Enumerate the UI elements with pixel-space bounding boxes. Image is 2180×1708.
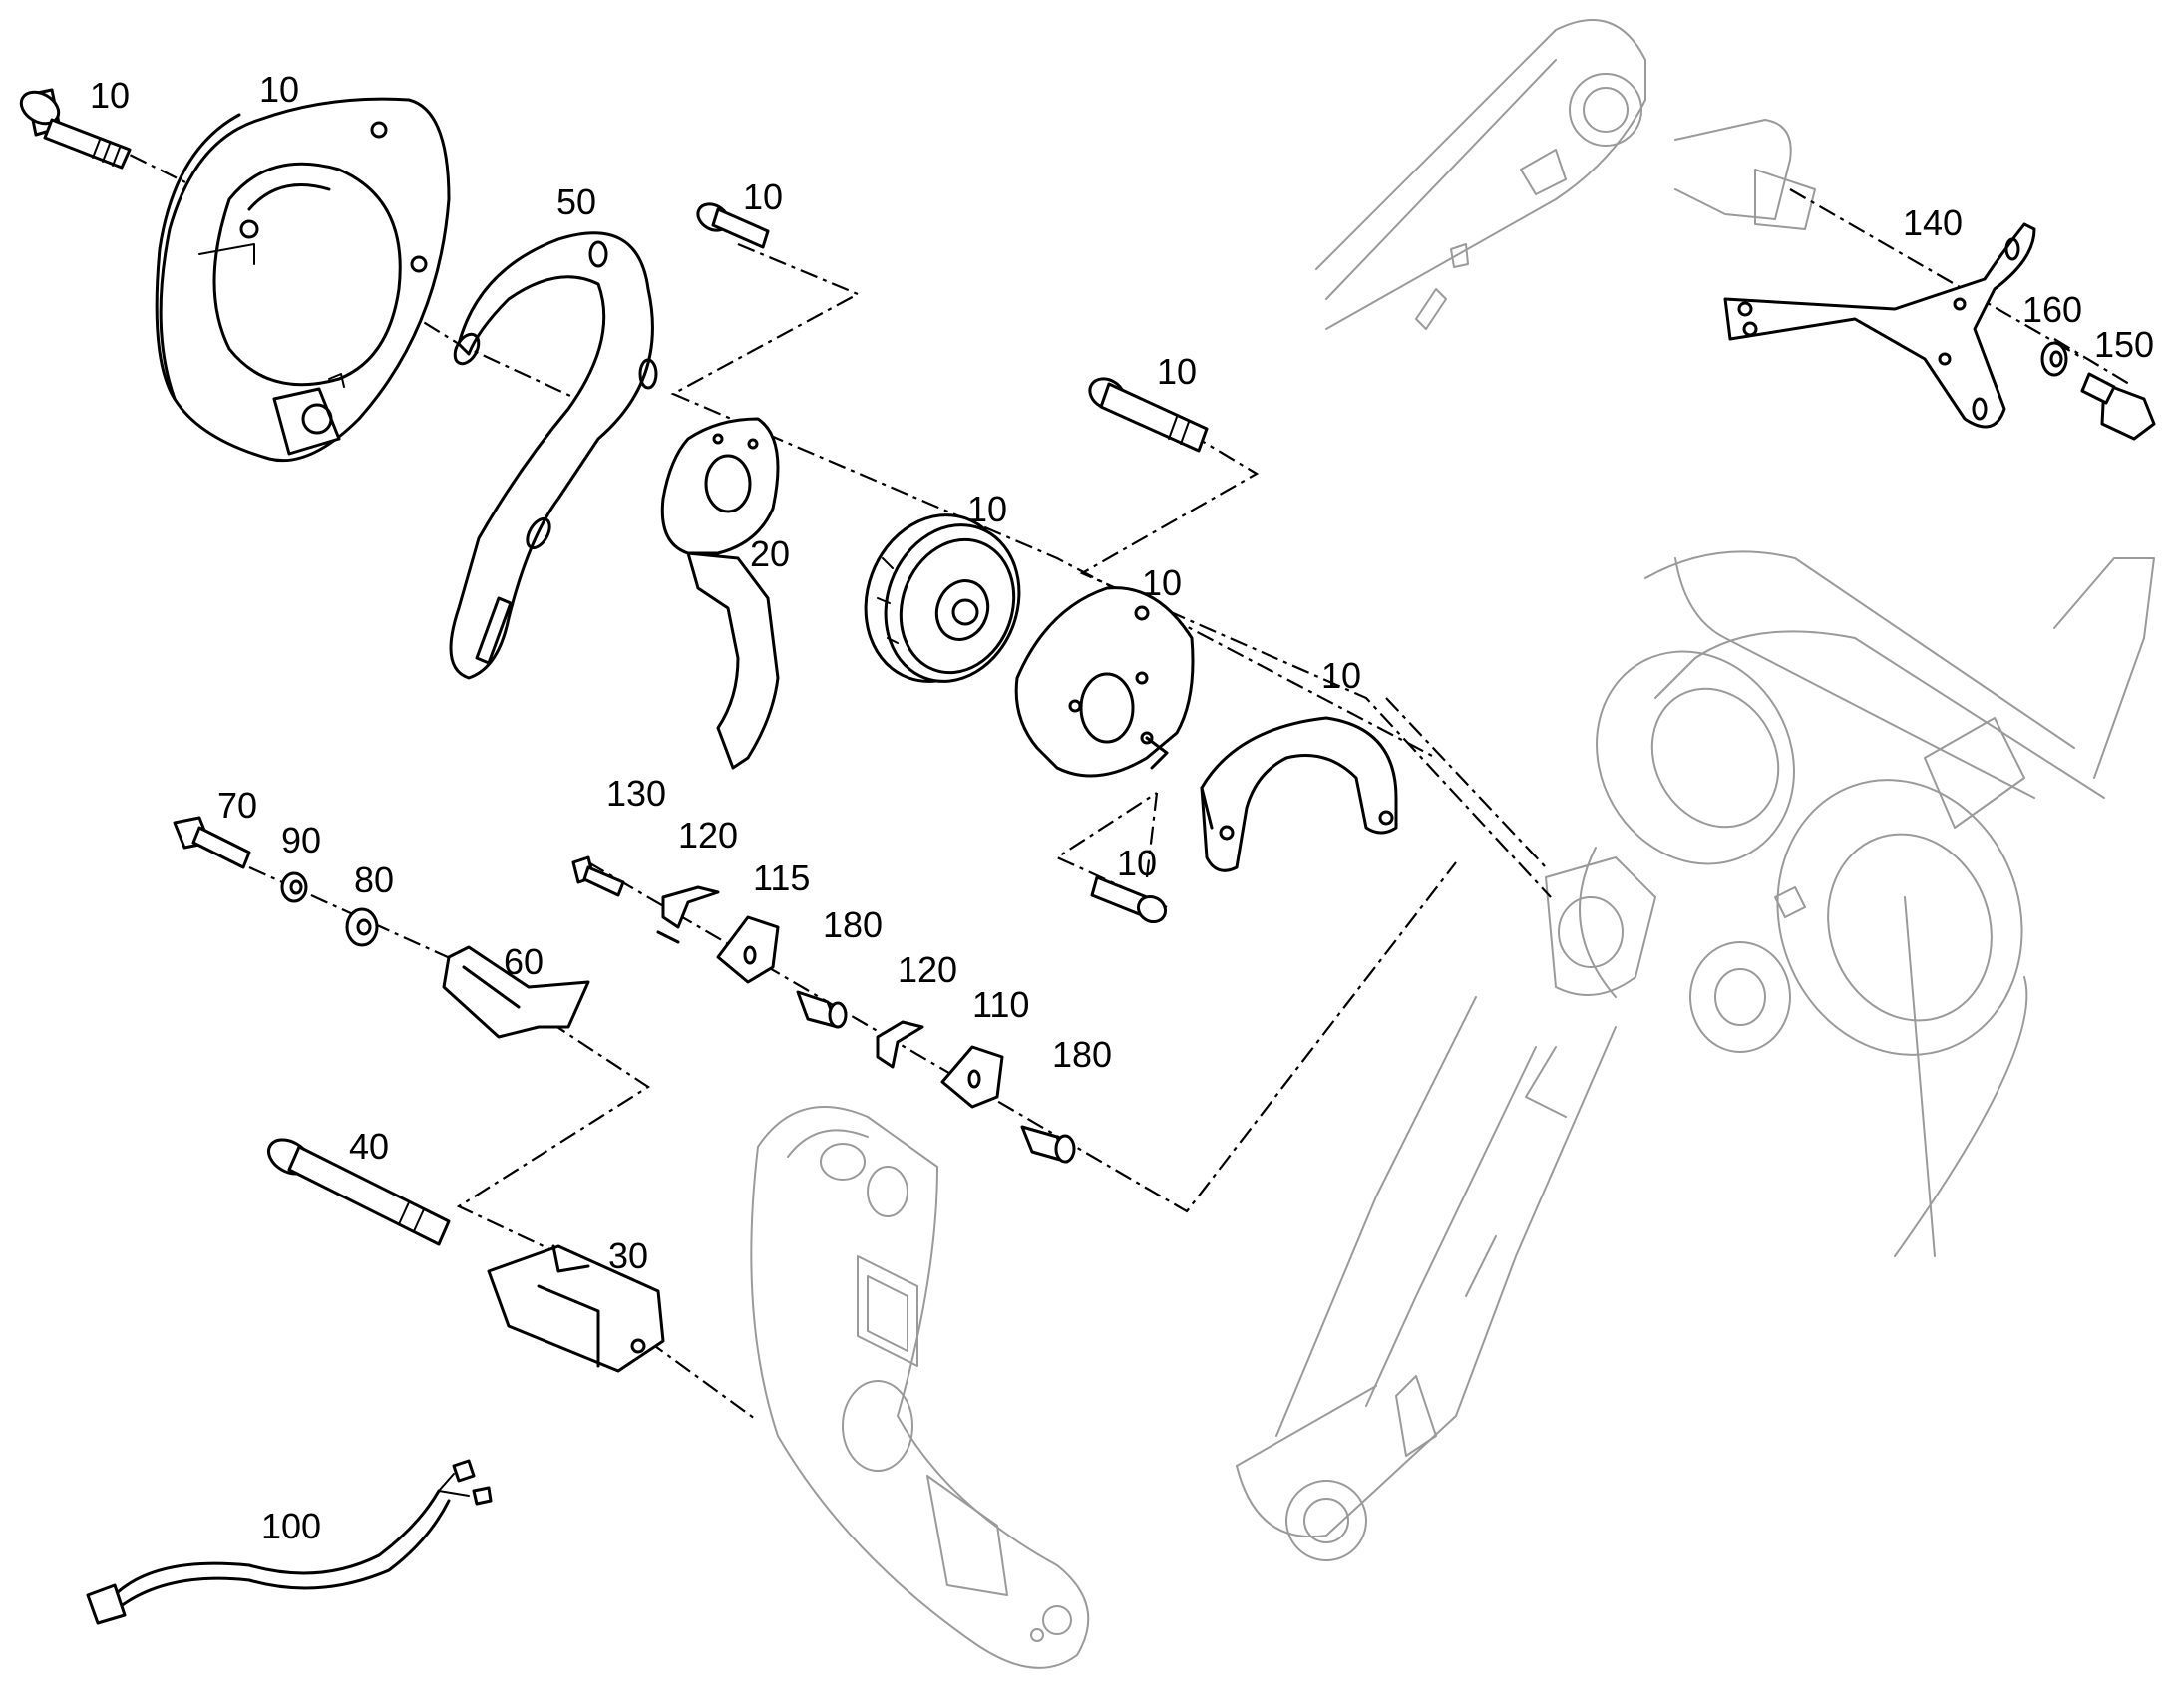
callout-10-bolt-top-left: 10 xyxy=(90,75,130,116)
callout-120-a: 120 xyxy=(678,815,738,855)
loader-frame-ghost xyxy=(1236,550,2155,1561)
horseshoe-bracket xyxy=(449,231,658,680)
callout-180-a: 180 xyxy=(823,904,883,945)
sensor-30 xyxy=(487,1244,665,1373)
cable-100 xyxy=(86,1459,493,1625)
callout-10-clutch-disc: 10 xyxy=(967,489,1007,529)
washer-90 xyxy=(280,871,308,903)
bolt-top-left xyxy=(19,88,132,170)
callout-100: 100 xyxy=(261,1506,321,1546)
hook-bracket xyxy=(1723,222,2036,429)
callout-10-bolt-mid: 10 xyxy=(1157,351,1197,392)
clip-120-b xyxy=(876,1020,924,1069)
swing-arm-ghost xyxy=(750,1106,1090,1669)
clip-120-a xyxy=(656,885,720,944)
clip-60 xyxy=(442,945,590,1039)
callout-180-b: 180 xyxy=(1052,1034,1112,1075)
bolt-small-top xyxy=(696,202,770,249)
half-ring xyxy=(1200,716,1398,872)
callout-10-cam-plate: 10 xyxy=(1142,562,1182,603)
callout-110: 110 xyxy=(972,984,1029,1025)
callout-140: 140 xyxy=(1903,202,1963,243)
callout-50: 50 xyxy=(556,181,596,222)
block-115 xyxy=(716,915,780,984)
callout-60: 60 xyxy=(504,941,544,982)
callout-labels: 10 10 50 10 10 10 20 10 10 10 140 160 15… xyxy=(90,69,2154,1546)
callout-90: 90 xyxy=(281,820,321,860)
callout-160: 160 xyxy=(2022,289,2082,330)
bolt-70 xyxy=(173,816,251,869)
callout-20: 20 xyxy=(750,533,790,574)
callout-10-ring-top: 10 xyxy=(259,69,299,110)
callout-10-half-ring: 10 xyxy=(1321,655,1361,696)
callout-70: 70 xyxy=(217,785,257,826)
bolt-150 xyxy=(2080,372,2156,441)
sensor-plate xyxy=(660,417,780,770)
callout-30: 30 xyxy=(608,1235,648,1276)
cam-plate xyxy=(1014,586,1195,778)
washer-80 xyxy=(345,907,379,947)
sleeve-180-a xyxy=(796,990,848,1029)
callout-130: 130 xyxy=(606,773,666,814)
callout-150: 150 xyxy=(2094,324,2154,365)
washer-160 xyxy=(2040,341,2068,377)
screw-130 xyxy=(571,855,625,897)
block-110 xyxy=(940,1045,1004,1109)
callout-40: 40 xyxy=(349,1126,389,1167)
bolt-mid xyxy=(1088,377,1209,453)
loader-arm-top-ghost xyxy=(1315,19,1816,330)
mounting-ring xyxy=(155,97,451,463)
callout-10-bolt-small-top: 10 xyxy=(743,176,783,217)
callout-120-b: 120 xyxy=(898,949,957,990)
callout-80: 80 xyxy=(354,859,394,900)
bolt-40 xyxy=(267,1138,451,1246)
callout-115: 115 xyxy=(753,857,810,898)
callout-10-bolt-lower: 10 xyxy=(1117,843,1157,883)
clutch-disc xyxy=(864,513,1021,683)
sleeve-180-b xyxy=(1020,1125,1076,1164)
bolt-lower xyxy=(1090,875,1168,924)
